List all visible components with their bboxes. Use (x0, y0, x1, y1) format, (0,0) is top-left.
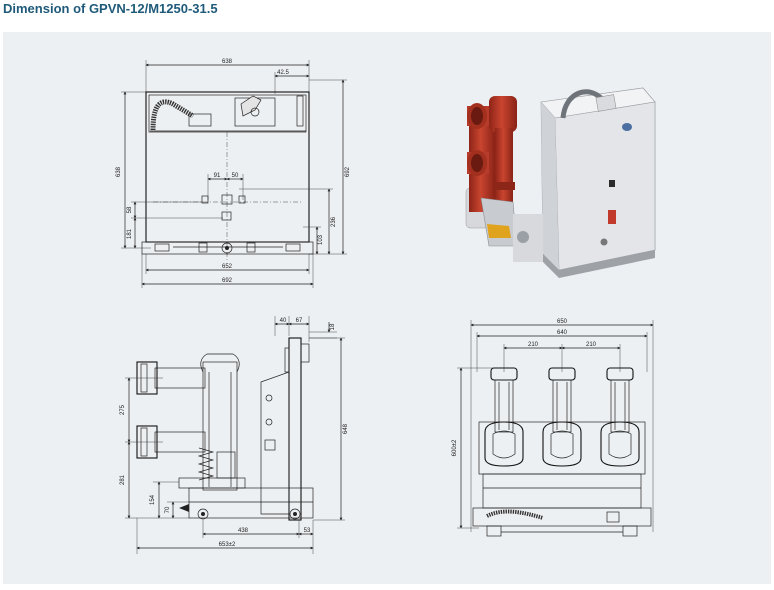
dim-side-top-40: 40 (280, 318, 287, 324)
dim-side-bottom-653: 653±2 (219, 542, 236, 548)
dim-side-left-154: 154 (150, 494, 156, 505)
page-title: Dimension of GPVN-12/M1250-31.5 (3, 1, 218, 16)
dim-front-right-103: 103 (318, 234, 324, 245)
drawing-panel: 638 42.5 638 692 91 50 (3, 32, 771, 584)
dim-side-right-648: 648 (343, 423, 349, 434)
dim-side-bottom-53: 53 (304, 528, 311, 534)
dim-rear-left-600: 600±2 (452, 439, 458, 456)
dim-front-bottom-692: 692 (222, 278, 233, 284)
rear-view: 650 640 210 210 600±2 (452, 319, 654, 537)
dim-side-left-281: 281 (120, 474, 126, 485)
dim-side-top-67: 67 (296, 318, 303, 324)
rear-pole-3 (600, 367, 640, 467)
rear-pole-2 (542, 367, 582, 467)
dim-front-left-181: 181 (127, 228, 133, 239)
dim-front-top-width: 638 (222, 59, 233, 65)
dim-side-left-275: 275 (120, 404, 126, 415)
dim-front-left-58: 58 (127, 206, 133, 213)
rear-pole-1 (484, 367, 524, 467)
dim-rear-top-640: 640 (557, 330, 568, 336)
dim-front-center-left: 91 (214, 173, 221, 179)
dim-front-bottom-652: 652 (222, 264, 233, 270)
dim-rear-top-650: 650 (557, 319, 568, 325)
dim-front-left-height: 638 (116, 166, 122, 177)
dim-front-right-height: 692 (345, 166, 351, 177)
dim-side-top-18: 18 (330, 323, 336, 330)
dim-side-left-70: 70 (165, 506, 171, 513)
dim-front-right-236: 236 (331, 216, 337, 227)
dim-rear-pitch-left: 210 (528, 342, 539, 348)
dim-rear-pitch-right: 210 (586, 342, 597, 348)
dim-front-center-right: 50 (232, 173, 239, 179)
dim-front-top-right: 42.5 (277, 70, 289, 76)
front-view: 638 42.5 638 692 91 50 (116, 59, 351, 288)
dim-side-bottom-438: 438 (238, 528, 249, 534)
side-view: 40 67 18 648 (120, 316, 349, 554)
dimension-drawing: 638 42.5 638 692 91 50 (116, 59, 656, 554)
breaker-photo (465, 87, 656, 278)
